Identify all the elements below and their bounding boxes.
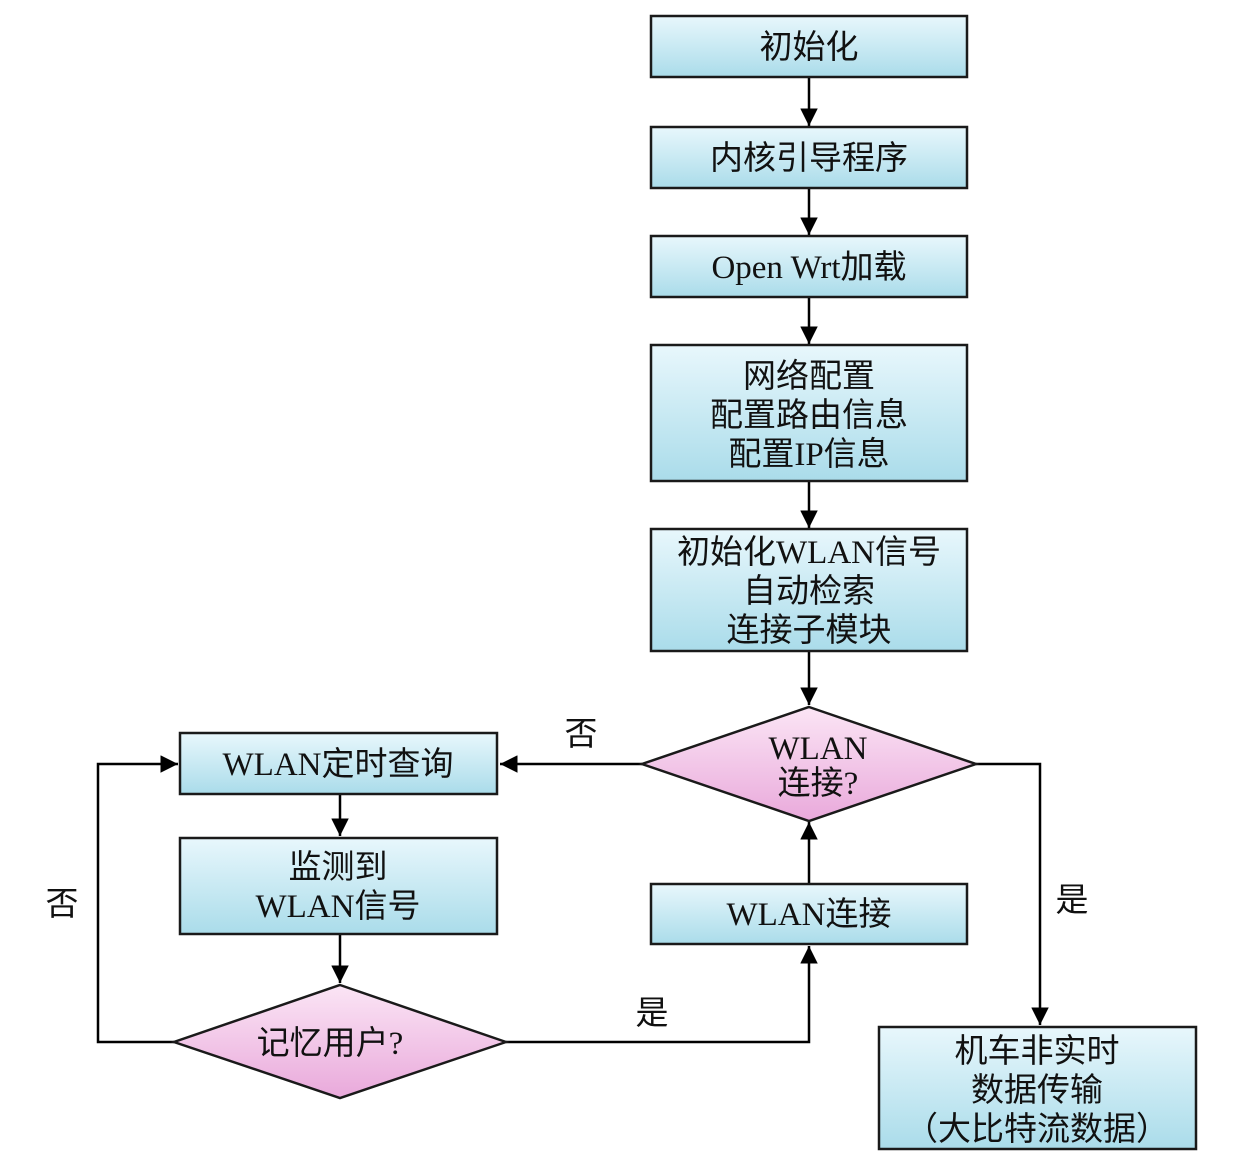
node-openwrt-line-1: Open Wrt加载	[711, 249, 906, 286]
label-no-top: 否	[565, 717, 598, 753]
decision-wlan-connected-line-2: 连接?	[778, 765, 859, 802]
node-netconfig-line-2: 配置路由信息	[710, 397, 908, 434]
node-wlan-timer: WLAN定时查询	[178, 731, 499, 796]
node-wlaninit: 初始化WLAN信号 自动检索 连接子模块	[649, 527, 969, 653]
node-kernel: 内核引导程序	[649, 125, 969, 190]
node-netconfig-line-3: 配置IP信息	[728, 436, 889, 473]
node-transfer-line-1: 机车非实时	[955, 1033, 1120, 1070]
node-transfer: 机车非实时 数据传输 （大比特流数据）	[877, 1025, 1198, 1151]
node-detected-line-1: 监测到	[289, 849, 388, 886]
node-wlaninit-line-1: 初始化WLAN信号	[677, 534, 941, 571]
arrow-remember-yes-connect	[506, 946, 818, 1044]
connectors	[96, 78, 1049, 1044]
node-netconfig: 网络配置 配置路由信息 配置IP信息	[649, 343, 969, 483]
decision-remember-user: 记忆用户?	[170, 983, 510, 1100]
node-wlaninit-line-3: 连接子模块	[727, 612, 892, 649]
label-yes-bottom: 是	[636, 996, 669, 1032]
node-wlan-connect: WLAN连接	[649, 882, 969, 946]
decision-wlan-connected-line-1: WLAN	[769, 731, 868, 767]
node-netconfig-line-1: 网络配置	[743, 358, 875, 395]
node-wlan-connect-line-1: WLAN连接	[727, 896, 892, 933]
label-no-left: 否	[46, 887, 79, 923]
node-init-line-1: 初始化	[760, 29, 859, 66]
node-transfer-line-2: 数据传输	[971, 1072, 1103, 1109]
node-detected-line-2: WLAN信号	[256, 888, 421, 925]
node-wlan-timer-line-1: WLAN定时查询	[223, 746, 454, 783]
arrow-remember-no-loop	[96, 755, 178, 1044]
node-transfer-line-3: （大比特流数据）	[905, 1111, 1169, 1148]
decision-wlan-connected: WLAN 连接?	[638, 705, 980, 823]
node-detected: 监测到 WLAN信号	[178, 836, 499, 936]
arrow-decision-transfer	[976, 762, 1049, 1025]
node-wlaninit-line-2: 自动检索	[743, 573, 875, 610]
label-yes-right: 是	[1056, 883, 1089, 919]
decision-remember-user-line-1: 记忆用户?	[257, 1025, 404, 1062]
node-init: 初始化	[649, 14, 969, 79]
node-kernel-line-1: 内核引导程序	[710, 140, 908, 177]
node-openwrt: Open Wrt加载	[649, 234, 969, 299]
